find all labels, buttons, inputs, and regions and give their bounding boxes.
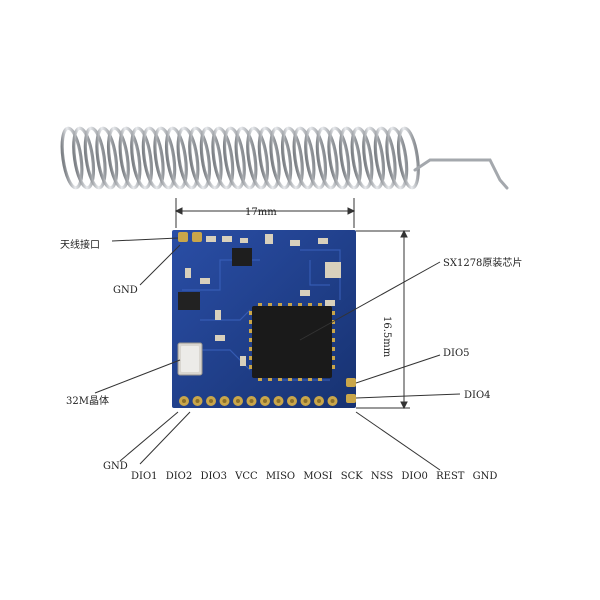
pin-label: DIO0 — [401, 471, 428, 482]
spring-antenna — [60, 126, 509, 190]
chip-label: SX1278原装芯片 — [443, 258, 523, 269]
spring-coil — [257, 126, 281, 190]
spring-coil — [211, 126, 235, 190]
pin-label: SCK — [340, 471, 363, 482]
spring-coil — [141, 126, 165, 190]
crystal-label: 32M晶体 — [66, 396, 109, 407]
spring-coil — [350, 126, 374, 190]
spring-coil — [176, 126, 200, 190]
spring-coil — [153, 126, 177, 190]
spring-coil — [280, 126, 304, 190]
spring-coil — [327, 126, 351, 190]
spring-coil — [396, 126, 420, 190]
height-dimension — [356, 229, 410, 410]
spring-coil — [118, 126, 142, 190]
crystal-32m — [177, 342, 203, 376]
dio4-label: DIO4 — [464, 390, 491, 401]
spring-coil — [222, 126, 246, 190]
pin-label: GND — [472, 471, 498, 482]
spring-coil — [338, 126, 362, 190]
spring-coil — [246, 126, 270, 190]
pin-label-row: DIO1 DIO2 DIO3 VCC MISO MOSI SCK NSS DIO… — [131, 471, 502, 482]
pin-label: MOSI — [303, 471, 333, 482]
spring-coil — [188, 126, 212, 190]
spring-coil — [130, 126, 154, 190]
gnd-top-label: GND — [113, 285, 138, 296]
pin-label: MISO — [265, 471, 296, 482]
spring-coil — [292, 126, 316, 190]
right-side-pins — [346, 378, 356, 403]
pin-label: NSS — [370, 471, 394, 482]
spring-coil — [269, 126, 293, 190]
width-dimension — [174, 198, 356, 228]
spring-coil — [95, 126, 119, 190]
gnd-left-label: GND — [103, 461, 128, 472]
spring-coil — [385, 126, 409, 190]
spring-coil — [72, 126, 96, 190]
spring-coil — [164, 126, 188, 190]
width-dimension-label: 17mm — [245, 207, 277, 218]
pin-label: DIO2 — [165, 471, 193, 482]
pin-label: DIO3 — [200, 471, 227, 482]
spring-coil — [83, 126, 107, 190]
spring-coil — [234, 126, 258, 190]
spring-coil — [199, 126, 223, 190]
spring-coil — [315, 126, 339, 190]
spring-coil — [304, 126, 328, 190]
leader-lines — [94, 237, 461, 471]
spring-coil — [60, 126, 84, 190]
pin-label: VCC — [235, 471, 258, 482]
sx1278-chip — [249, 303, 335, 381]
spring-coil — [373, 126, 397, 190]
antenna-port-pads — [178, 232, 202, 242]
spring-coil — [106, 126, 130, 190]
pin-label: DIO1 — [131, 471, 158, 482]
height-dimension-label: 16.5mm — [381, 316, 392, 358]
spring-coil — [362, 126, 386, 190]
dio5-label: DIO5 — [443, 348, 470, 359]
antenna-port-label: 天线接口 — [60, 240, 100, 251]
pin-label: REST — [436, 471, 465, 482]
lora-module-board — [172, 230, 356, 408]
bottom-header-pins — [179, 396, 338, 406]
